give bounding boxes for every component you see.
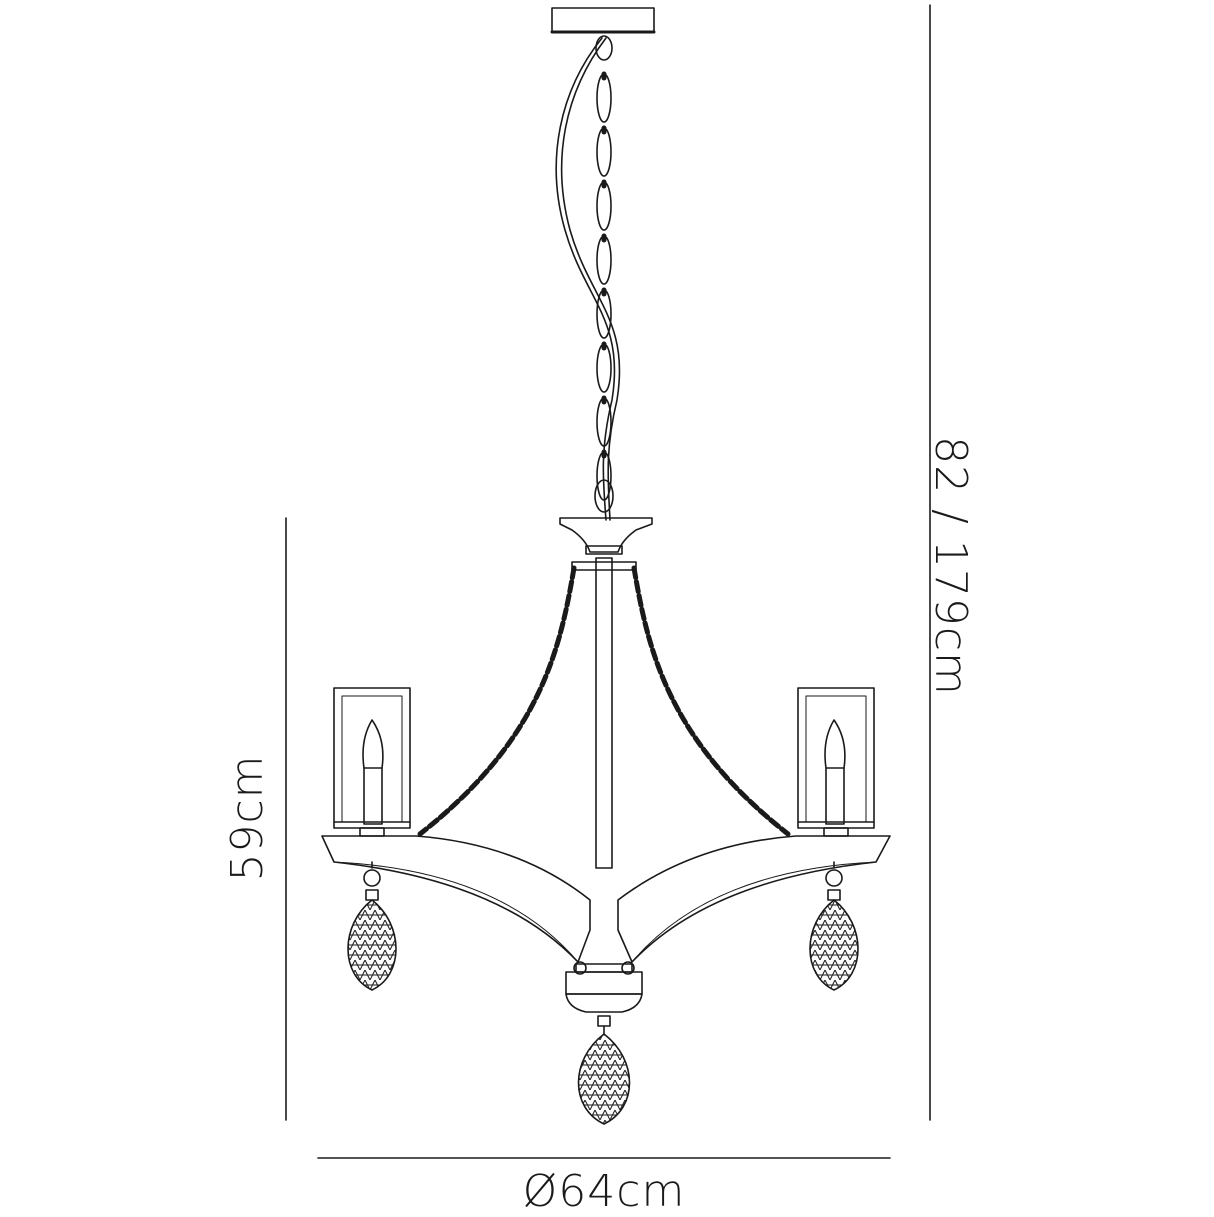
top-cup — [560, 518, 652, 552]
ceiling-plate — [552, 8, 654, 32]
left-lamp-shade — [334, 688, 410, 836]
crystal-drop-center — [579, 1026, 630, 1124]
swag-chain-left — [420, 568, 574, 834]
swag-chain-right — [634, 568, 788, 834]
crystal-drop-right — [810, 862, 858, 990]
drop-dimension-label: 82 / 179cm — [925, 436, 976, 696]
diameter-dimension-label: Ø64cm — [522, 1166, 686, 1217]
right-lamp-shade — [798, 688, 874, 836]
crystal-drop-left — [348, 862, 396, 990]
left-candle-bulb — [363, 720, 383, 824]
suspension-chain — [595, 36, 613, 512]
central-stem — [596, 558, 612, 868]
bottom-hub — [566, 962, 642, 1026]
height-dimension-label: 59cm — [222, 754, 273, 882]
power-cable — [556, 38, 614, 520]
right-candle-bulb — [825, 720, 845, 824]
